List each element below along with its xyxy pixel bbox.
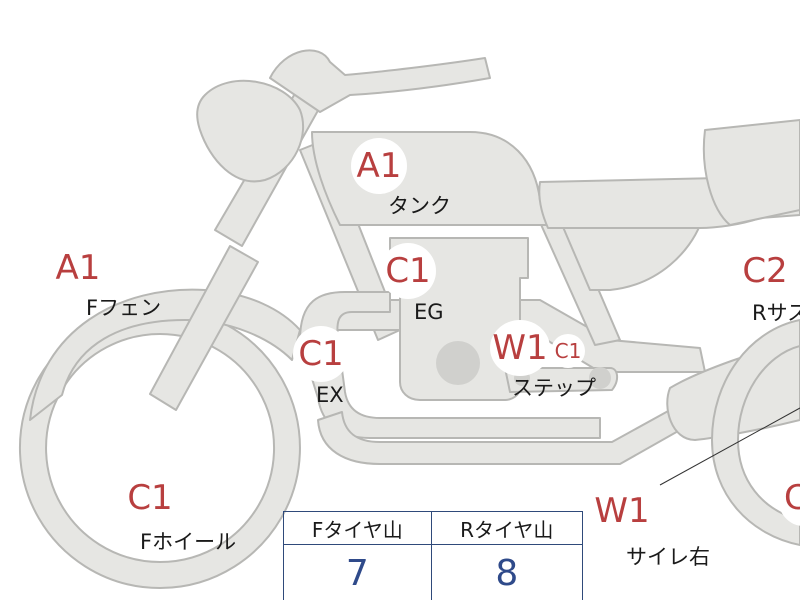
rear-suspension-shape: [702, 119, 800, 226]
front-fork-shape: [149, 245, 259, 411]
handlebar-shape: [269, 49, 491, 113]
badge-engine: C1: [380, 243, 436, 299]
front-tire-value: 7: [283, 544, 432, 600]
silencer-leader-line: [659, 407, 800, 486]
badge-silencer: W1: [593, 483, 651, 539]
label-front-fender: Fフェン: [86, 296, 162, 320]
rear-tire-value: 8: [430, 544, 584, 600]
rear-tire-header: Rタイヤ山: [430, 511, 584, 545]
label-tank: タンク: [388, 194, 451, 218]
side-cover-shape: [559, 219, 701, 291]
badge-step-w: W1: [490, 320, 550, 376]
badge-tank: A1: [351, 138, 407, 194]
badge-exhaust: C1: [293, 326, 349, 382]
label-silencer: サイレ右: [626, 545, 710, 569]
badge-rear-wheel: C: [778, 470, 800, 526]
label-rear-suspension: Rサス: [752, 301, 800, 325]
badge-rear-suspension: C2: [736, 243, 794, 299]
tire-tread-table: Fタイヤ山 Rタイヤ山 7 8: [283, 511, 584, 600]
label-engine: EG: [414, 300, 444, 324]
tire-table-header-row: Fタイヤ山 Rタイヤ山: [283, 511, 584, 545]
badge-front-fender: A1: [50, 240, 106, 296]
front-tire-header: Fタイヤ山: [283, 511, 432, 545]
tire-table-value-row: 7 8: [283, 544, 584, 600]
headlight-shape: [196, 79, 305, 183]
label-exhaust: EX: [316, 383, 344, 407]
badge-step-c: C1: [551, 334, 585, 368]
label-step: ステップ: [512, 376, 596, 400]
badge-front-wheel: C1: [122, 470, 178, 526]
step-shape: [504, 367, 618, 393]
label-front-wheel: Fホイール: [140, 530, 237, 554]
engine-cover-circle: [436, 341, 480, 385]
step-peg-circle: [589, 367, 611, 389]
